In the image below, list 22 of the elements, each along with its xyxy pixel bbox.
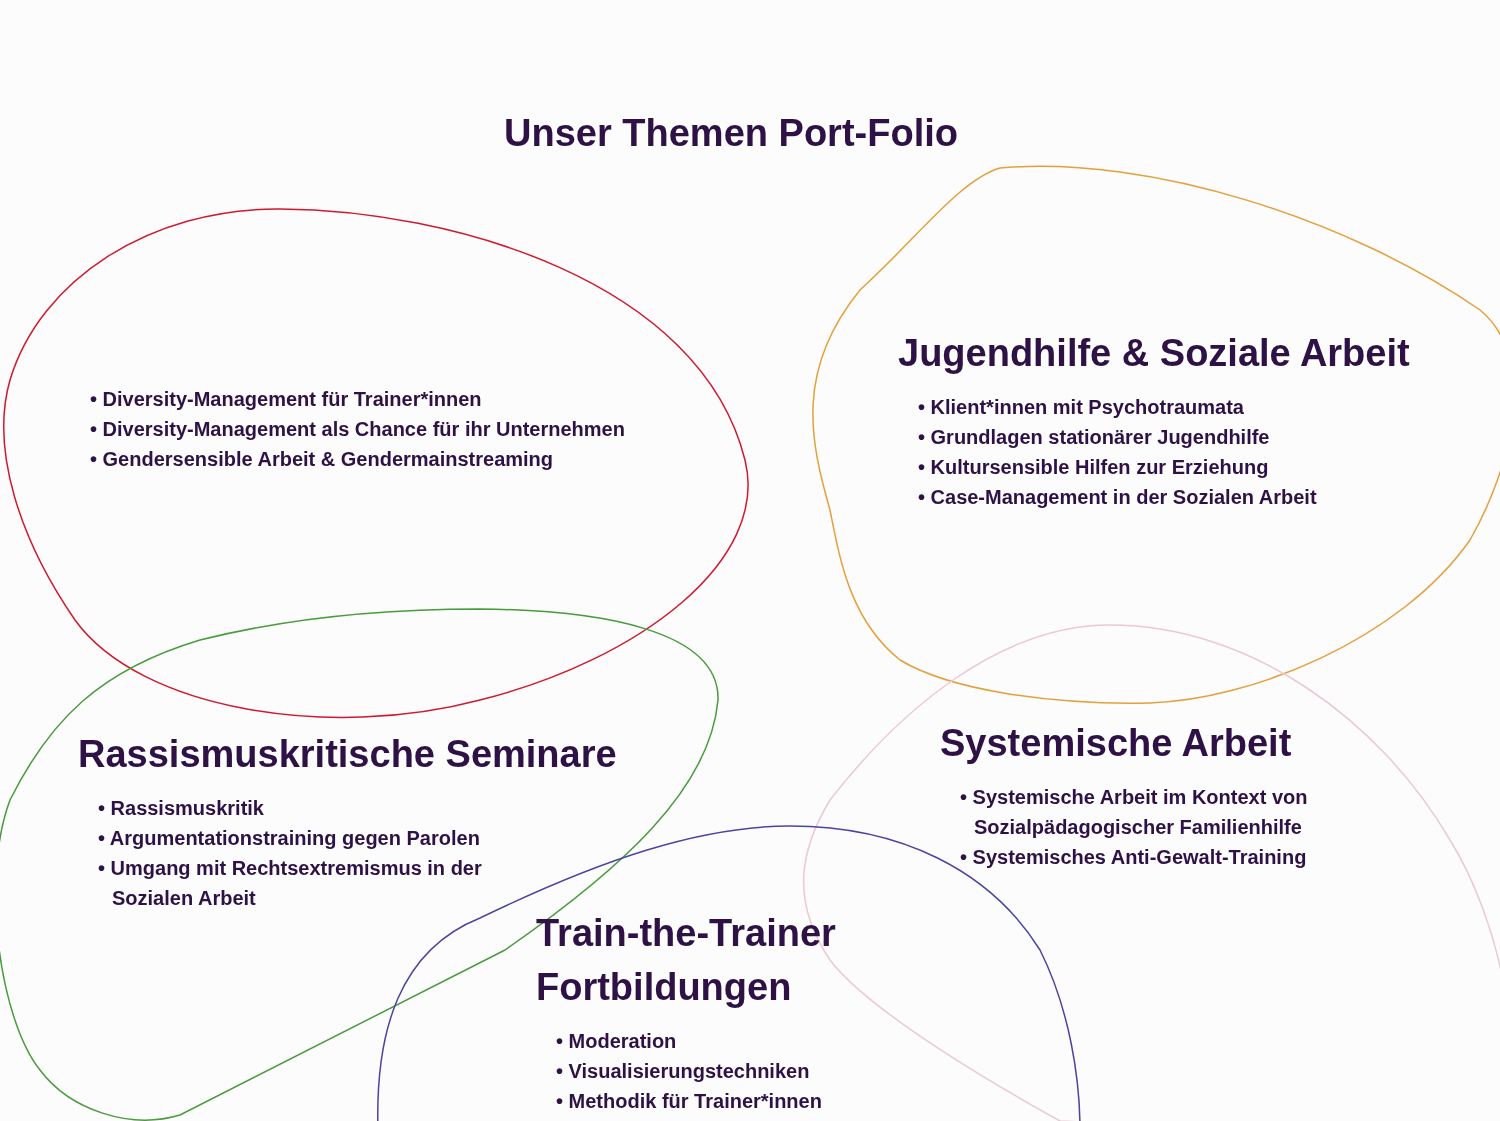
bullet-item: • Visualisierungstechniken <box>555 1059 811 1084</box>
section-heading: Rassismuskritische Seminare <box>78 732 618 777</box>
bullet-item: • Diversity-Management als Chance für ihr Unternehmen <box>89 417 626 442</box>
bullet-item: • Argumentationstraining gegen Parolen <box>97 826 481 851</box>
bullet-item: • Case-Management in der Sozialen Arbeit <box>917 485 1318 510</box>
section-heading: Systemische Arbeit <box>940 721 1293 766</box>
blob-outline <box>3 208 749 718</box>
bullet-item: • Diversity-Management für Trainer*innen <box>89 387 483 412</box>
bullet-item: • Umgang mit Rechtsextremismus in der Sozialen Arbeit <box>97 856 483 911</box>
bullet-item: • Moderation <box>555 1029 678 1054</box>
bullet-item: • Methodik für Trainer*innen <box>555 1089 823 1114</box>
bullet-item: • Systemisches Anti-Gewalt-Training <box>959 845 1308 870</box>
bullet-item: • Rassismuskritik <box>97 796 265 821</box>
section-heading: Jugendhilfe & Soziale Arbeit <box>898 331 1411 376</box>
bullet-item: • Kultursensible Hilfen zur Erziehung <box>917 455 1270 480</box>
blob-outline <box>812 165 1500 704</box>
bullet-item: • Gendersensible Arbeit & Gendermainstreaming <box>89 447 555 472</box>
diagram-title: Unser Themen Port-Folio <box>503 112 959 155</box>
bullet-item: • Klient*innen mit Psychotraumata <box>917 395 1245 420</box>
bullet-item: • Systemische Arbeit im Kontext von Sozialpädagogischer Familienhilfe <box>959 785 1309 840</box>
section-heading: Train-the-Trainer Fortbildungen <box>536 911 837 1010</box>
bullet-item: • Grundlagen stationärer Jugendhilfe <box>917 425 1271 450</box>
